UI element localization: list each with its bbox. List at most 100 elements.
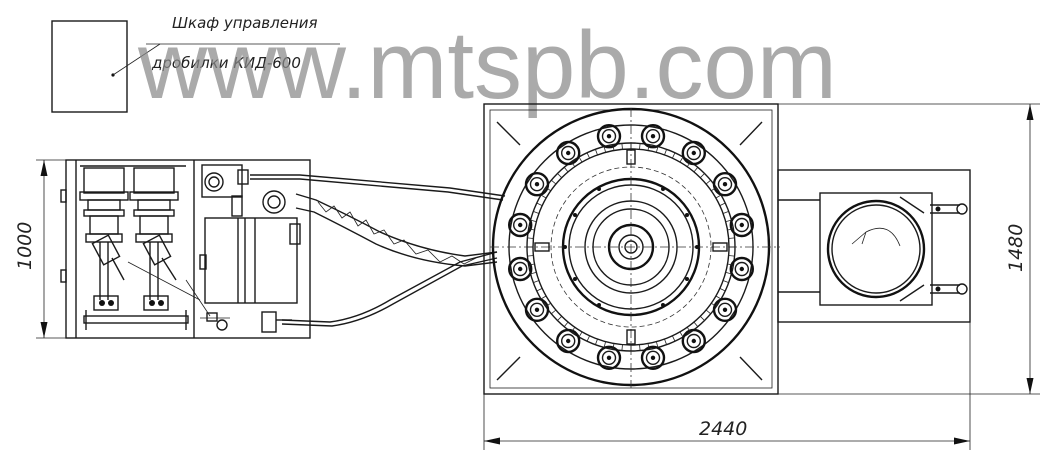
- tooth-mark: [728, 237, 735, 239]
- tooth-mark: [595, 149, 598, 156]
- tooth-mark: [725, 219, 732, 222]
- tooth-mark: [719, 288, 726, 292]
- tooth-mark: [672, 335, 676, 342]
- tooth-mark: [540, 194, 547, 199]
- tooth-mark: [527, 237, 534, 239]
- tooth-mark: [621, 143, 623, 150]
- bolt: [686, 145, 701, 161]
- tooth-mark: [672, 152, 676, 159]
- watermark: www.mtspb.com: [137, 12, 837, 119]
- dimension-left: [36, 159, 66, 339]
- tooth-mark: [727, 228, 734, 231]
- tooth-mark: [722, 280, 729, 283]
- bolt-center: [518, 266, 523, 272]
- tooth-mark: [533, 280, 540, 283]
- tooth-mark: [719, 202, 726, 206]
- tooth-mark: [728, 255, 735, 257]
- bolt: [561, 333, 576, 349]
- bolt: [640, 123, 666, 149]
- tooth-mark: [557, 173, 562, 178]
- tooth-mark: [715, 295, 722, 300]
- bolt: [601, 350, 617, 365]
- bolt: [729, 212, 754, 238]
- tooth-mark: [711, 186, 717, 192]
- tooth-mark: [533, 211, 540, 214]
- bolt: [556, 328, 581, 354]
- tooth-mark: [536, 288, 543, 292]
- tooth-mark: [664, 149, 667, 156]
- bolt: [717, 176, 733, 192]
- bolt: [645, 350, 661, 365]
- tooth-mark: [586, 335, 590, 342]
- dimension-right: [778, 103, 1040, 395]
- tooth-mark: [603, 341, 606, 348]
- tooth-mark: [536, 202, 543, 206]
- tooth-mark: [570, 161, 576, 167]
- bolt: [729, 256, 754, 282]
- bolt: [513, 261, 528, 277]
- tooth-mark: [570, 327, 576, 333]
- bolt: [645, 128, 661, 144]
- bolt: [513, 217, 528, 233]
- bolt: [529, 176, 545, 192]
- tooth-mark: [530, 219, 537, 222]
- dimension-right-text: 1480: [1005, 224, 1027, 272]
- feeder: [777, 169, 971, 323]
- tooth-mark: [578, 331, 583, 338]
- tooth-mark: [530, 272, 537, 275]
- bolt: [717, 302, 733, 317]
- tooth-mark: [621, 344, 623, 351]
- control-cabinet: [51, 20, 340, 113]
- hoses: [250, 174, 506, 327]
- tooth-mark: [551, 309, 557, 315]
- bolt: [734, 261, 749, 277]
- tooth-mark: [705, 309, 711, 315]
- bolt: [734, 217, 749, 233]
- tooth-mark: [527, 255, 534, 257]
- tooth-mark: [528, 228, 535, 231]
- tooth-mark: [679, 331, 684, 338]
- cabinet-label-line2: дробилки КИД-600: [151, 54, 301, 72]
- bolt-center: [518, 222, 523, 228]
- tooth-mark: [705, 179, 711, 185]
- bolt-center: [650, 134, 656, 139]
- bolt: [596, 123, 622, 149]
- tooth-mark: [612, 144, 615, 151]
- bolt-center: [739, 266, 744, 272]
- bolt: [681, 140, 706, 166]
- tooth-mark: [711, 302, 717, 308]
- tooth-mark: [727, 263, 734, 266]
- tooth-mark: [700, 316, 705, 321]
- tooth-mark: [700, 173, 705, 178]
- tooth-mark: [722, 211, 729, 214]
- bolt: [524, 171, 550, 197]
- bolt: [601, 128, 617, 144]
- tooth-mark: [664, 338, 667, 345]
- tooth-mark: [679, 156, 684, 163]
- bolt: [508, 256, 533, 282]
- bolt-center: [650, 355, 656, 360]
- tooth-mark: [563, 167, 569, 173]
- dimension-bottom: [483, 322, 971, 450]
- bolt-center: [566, 150, 571, 156]
- tooth-mark: [528, 263, 535, 266]
- bolt-center: [534, 307, 540, 312]
- tooth-mark: [612, 343, 615, 350]
- tooth-mark: [540, 295, 547, 300]
- hydraulic-unit: [60, 159, 311, 339]
- tooth-mark: [595, 338, 598, 345]
- tooth-mark: [656, 146, 659, 153]
- tooth-mark: [693, 321, 699, 327]
- motor-left: [79, 167, 129, 311]
- tooth-mark: [715, 194, 722, 199]
- bolt-ring: [508, 123, 754, 370]
- bolt-center: [691, 150, 696, 156]
- tooth-mark: [725, 272, 732, 275]
- tooth-mark: [686, 327, 692, 333]
- bolt-center: [534, 182, 540, 187]
- tooth-mark: [686, 161, 692, 167]
- bolt: [640, 345, 666, 370]
- bolt-center: [739, 222, 744, 228]
- tooth-mark: [557, 316, 562, 321]
